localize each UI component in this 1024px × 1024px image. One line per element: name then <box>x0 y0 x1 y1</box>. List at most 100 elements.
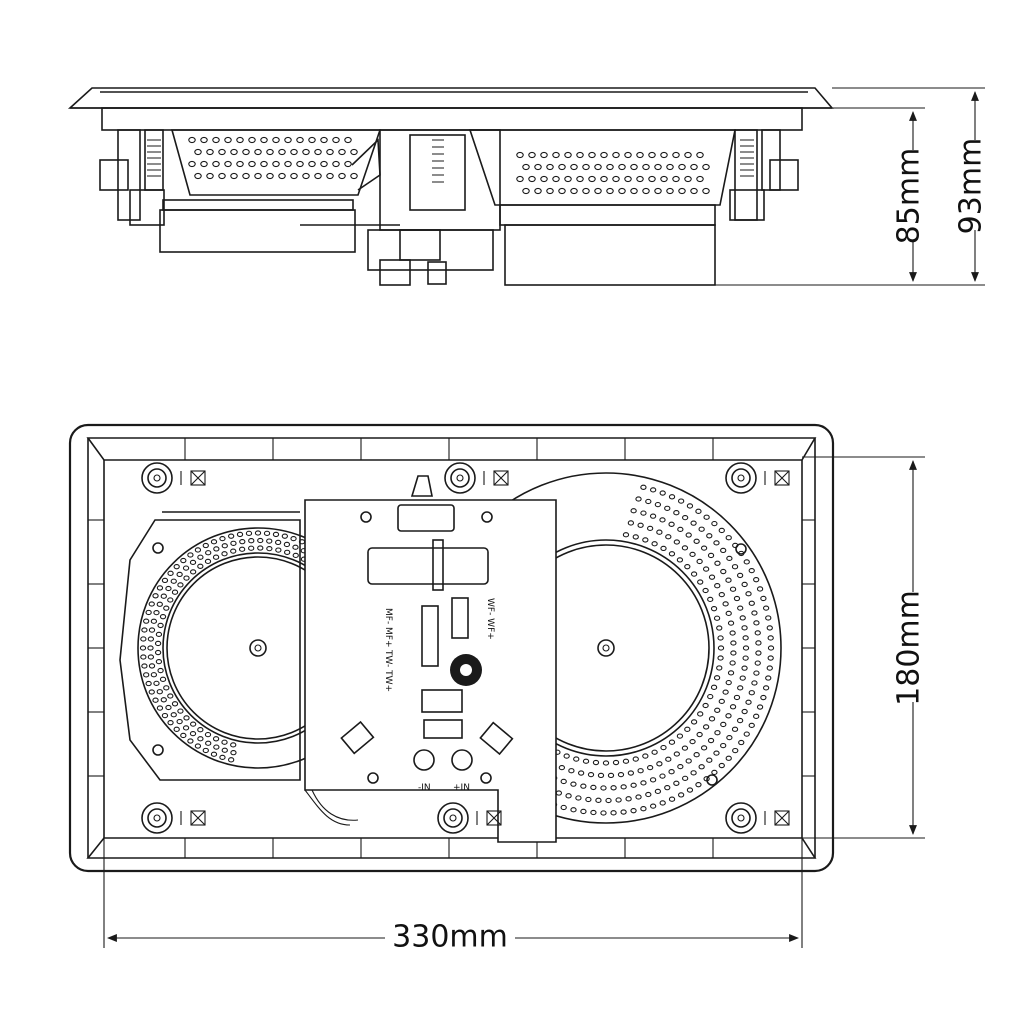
perforation-hole <box>188 160 196 168</box>
perforation-hole <box>766 625 773 631</box>
perforation-hole <box>236 160 244 168</box>
perforation-hole <box>693 752 700 758</box>
perforation-hole <box>155 658 163 665</box>
clamp-screw-head <box>147 808 167 828</box>
perforation-hole <box>176 718 183 725</box>
perforation-hole <box>668 494 676 500</box>
perforation-hole <box>197 736 204 742</box>
perforation-hole <box>710 606 718 612</box>
perforation-hole <box>660 545 667 552</box>
clamp-screw-center <box>449 814 457 822</box>
perforation-hole <box>690 770 697 776</box>
perforation-hole <box>245 530 253 537</box>
perforation-hole <box>630 808 637 814</box>
perforation-hole <box>594 187 602 195</box>
perforation-hole <box>260 160 268 168</box>
perforation-hole <box>696 151 704 159</box>
perforation-hole <box>224 136 232 144</box>
perforation-hole <box>221 739 228 745</box>
perforation-hole <box>558 187 566 195</box>
perforation-hole <box>707 737 715 744</box>
clamp-box <box>774 470 790 486</box>
perforation-hole <box>659 800 666 806</box>
perforation-hole <box>284 160 292 168</box>
perforation-hole <box>635 794 642 800</box>
perforation-hole <box>350 172 358 180</box>
perforation-hole <box>708 574 716 580</box>
perforation-hole <box>656 761 663 767</box>
perforation-hole <box>684 175 692 183</box>
perforation-hole <box>646 525 654 532</box>
perforation-hole <box>697 711 704 717</box>
perforation-hole <box>204 731 212 738</box>
perforation-hole <box>640 806 647 812</box>
pcb-component-4 <box>423 719 463 739</box>
perforation-hole <box>745 591 752 597</box>
perforation-hole <box>654 187 662 195</box>
clamp-box <box>493 470 509 486</box>
perforation-hole <box>148 663 156 669</box>
perforation-hole <box>696 558 703 565</box>
perforation-hole <box>266 148 274 156</box>
perforation-hole <box>588 175 596 183</box>
perforation-hole <box>248 160 256 168</box>
perforation-hole <box>767 635 774 641</box>
perforation-hole <box>743 559 750 565</box>
clamp-screw <box>437 802 469 834</box>
perforation-hole <box>546 187 554 195</box>
perforation-hole <box>568 768 575 774</box>
perforation-hole <box>659 490 666 496</box>
perforation-hole <box>630 187 638 195</box>
perforation-hole <box>717 645 725 651</box>
perforation-hole <box>737 605 744 611</box>
perforation-hole <box>219 754 226 761</box>
perforation-hole <box>654 788 662 795</box>
perforation-hole <box>344 160 352 168</box>
clamp-screw-head <box>731 808 751 828</box>
perforation-hole <box>718 591 725 598</box>
perforation-hole <box>600 175 608 183</box>
perforation-hole <box>314 148 322 156</box>
woofer-right-center <box>597 639 615 657</box>
perforation-hole <box>143 618 150 624</box>
perforation-hole <box>188 136 196 144</box>
perforation-hole <box>618 187 626 195</box>
perforation-hole <box>171 589 179 595</box>
perforation-hole <box>205 550 212 556</box>
perforation-hole <box>733 694 741 701</box>
perforation-hole <box>546 163 554 171</box>
perforation-hole <box>552 151 560 159</box>
crossover-pcb: -IN +IN MF- MF+ TW- TW+ WF- WF+ <box>304 475 557 843</box>
perforation-hole <box>645 498 652 505</box>
perforation-hole <box>600 810 607 816</box>
perforation-hole <box>754 630 761 636</box>
perforation-hole <box>197 727 204 733</box>
perforation-hole <box>159 676 167 682</box>
perforation-hole <box>165 704 172 711</box>
perforation-hole <box>742 645 750 651</box>
perforation-hole <box>230 750 237 756</box>
perforation-hole <box>640 510 647 516</box>
perforation-hole <box>278 172 286 180</box>
perforation-hole <box>577 770 585 776</box>
perforation-hole <box>620 784 627 790</box>
perforation-hole <box>594 163 602 171</box>
front-view: -IN +IN MF- MF+ TW- TW+ WF- WF+ 180mm 33… <box>68 423 931 956</box>
perforation-hole <box>585 796 592 803</box>
perforation-hole <box>274 539 282 546</box>
clamp-box <box>190 810 206 826</box>
perforation-hole <box>283 541 291 548</box>
perforation-hole <box>732 747 739 754</box>
perforation-hole <box>565 793 572 799</box>
perforation-hole <box>600 151 608 159</box>
perforation-hole <box>668 551 676 557</box>
perforation-hole <box>350 148 358 156</box>
perforation-hole <box>672 175 680 183</box>
perforation-hole <box>725 577 732 583</box>
perforation-hole <box>148 627 156 633</box>
perforation-hole <box>660 151 668 159</box>
perforation-hole <box>320 136 328 144</box>
frame-ribs <box>88 438 815 858</box>
perforation-hole <box>150 618 158 624</box>
perforation-hole <box>148 689 155 695</box>
